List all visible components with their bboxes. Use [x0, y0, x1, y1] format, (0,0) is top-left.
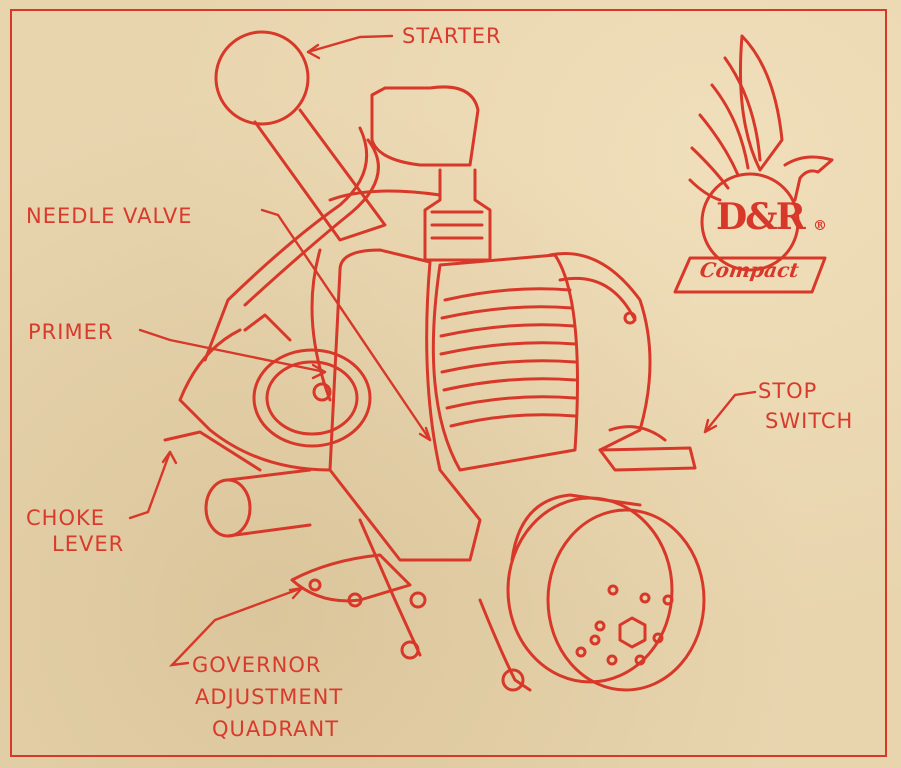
cylinder-fins: [439, 287, 577, 428]
registered-mark: ®: [813, 218, 827, 234]
label-starter: STARTER: [402, 24, 502, 48]
crankcase: [328, 248, 482, 562]
leader-lines: [128, 34, 757, 667]
flywheel-nut: [618, 616, 647, 649]
choke-leader: [128, 450, 172, 520]
label-governor: GOVERNOR: [192, 653, 322, 677]
side-cover: [548, 252, 652, 452]
ignition-wire: [203, 126, 369, 362]
stop-leader: [703, 390, 757, 434]
primer-leader: [138, 328, 327, 374]
label-primer: PRIMER: [28, 320, 114, 344]
flywheel: [506, 496, 674, 684]
label-adjustment: ADJUSTMENT: [195, 685, 344, 709]
label-stop: STOP: [758, 379, 818, 403]
logo-banner: [673, 256, 827, 294]
dr-logo: [673, 34, 834, 294]
governor-quadrant: [290, 553, 412, 603]
label-switch: SWITCH: [765, 409, 854, 433]
eagle-head-icon: [783, 155, 834, 202]
starter-leader: [306, 34, 394, 54]
label-quadrant: QUADRANT: [212, 717, 340, 741]
choke-lever-shape: [163, 430, 262, 472]
logo-tagline: Compact: [698, 258, 801, 282]
starter-knob: [214, 30, 310, 126]
cylinder: [431, 253, 579, 472]
label-lever: LEVER: [52, 532, 125, 556]
diagram-border: [10, 9, 887, 757]
logo-monogram: D&R: [716, 196, 806, 238]
air-horn: [243, 313, 292, 342]
wing-icon: [688, 34, 784, 202]
needle-leader: [260, 208, 432, 442]
intake-tube: [204, 478, 252, 538]
stop-switch-shape: [598, 446, 697, 472]
spark-plug: [423, 168, 492, 262]
primer-disc: [252, 348, 372, 448]
flywheel-holes: [575, 584, 674, 666]
governor-leader: [168, 586, 304, 667]
spark-cap: [370, 85, 480, 167]
starter-arm: [253, 108, 387, 242]
logo-ring: [700, 172, 800, 272]
label-needle-valve: NEEDLE VALVE: [26, 204, 193, 228]
label-choke: CHOKE: [26, 506, 106, 530]
